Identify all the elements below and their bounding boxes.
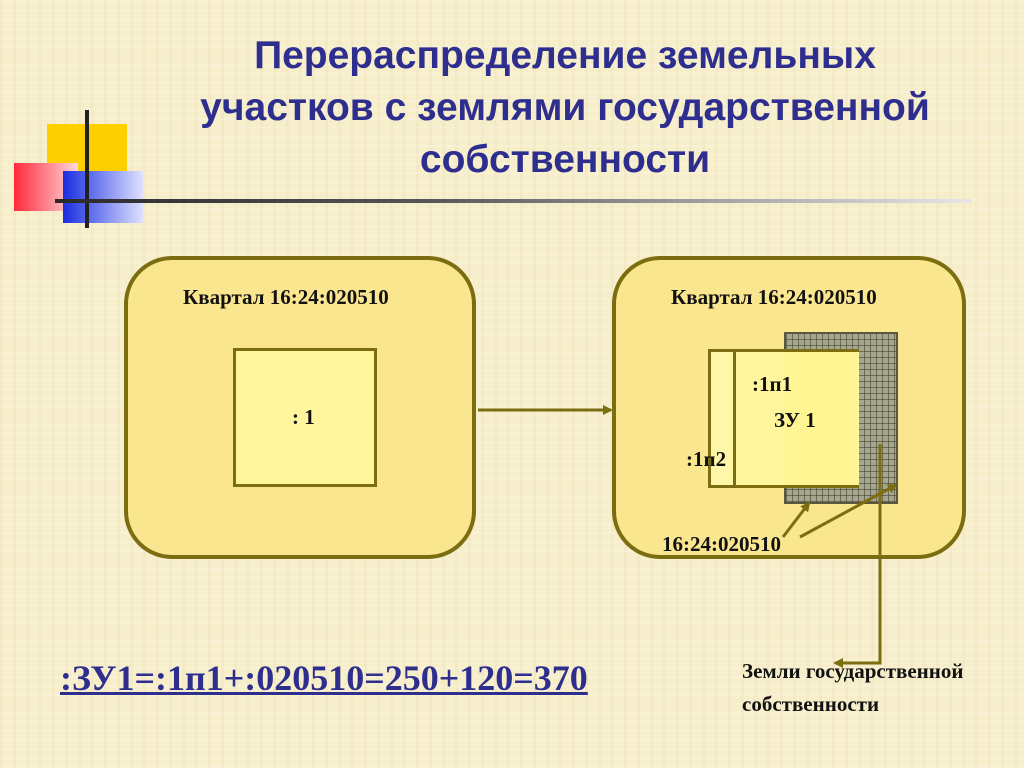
state-land-arrow [833,444,882,668]
decor-blue-square [63,171,143,223]
title-line-2: участков с землями государственной [200,86,930,129]
left-quarter-label: Квартал 16:24:020510 [183,285,389,309]
left-parcel-label: : 1 [292,405,315,429]
state-land-caption: Земли государственной собственности [742,659,964,716]
cadastral-label: 16:24:020510 [662,532,781,556]
area-formula: :ЗУ1=:1п1+:020510=250+120=370 [60,658,588,698]
cadastral-arrow-1 [781,501,811,538]
part-1p1-label: :1п1 [752,372,793,396]
left-parcel [233,348,377,487]
right-quarter-label: Квартал 16:24:020510 [671,285,877,309]
decor-vertical-line [85,110,89,228]
cadastral-arrow-2 [799,483,898,539]
slide-title: Перераспределение земельных участков с з… [120,30,1010,186]
title-underline [55,199,972,203]
zu1-overlay [786,352,858,485]
title-line-1: Перераспределение земельных [254,34,876,77]
zu1-label: ЗУ 1 [774,408,816,432]
title-line-3: собственности [419,138,711,181]
part-1p2-label: :1п2 [686,447,727,471]
